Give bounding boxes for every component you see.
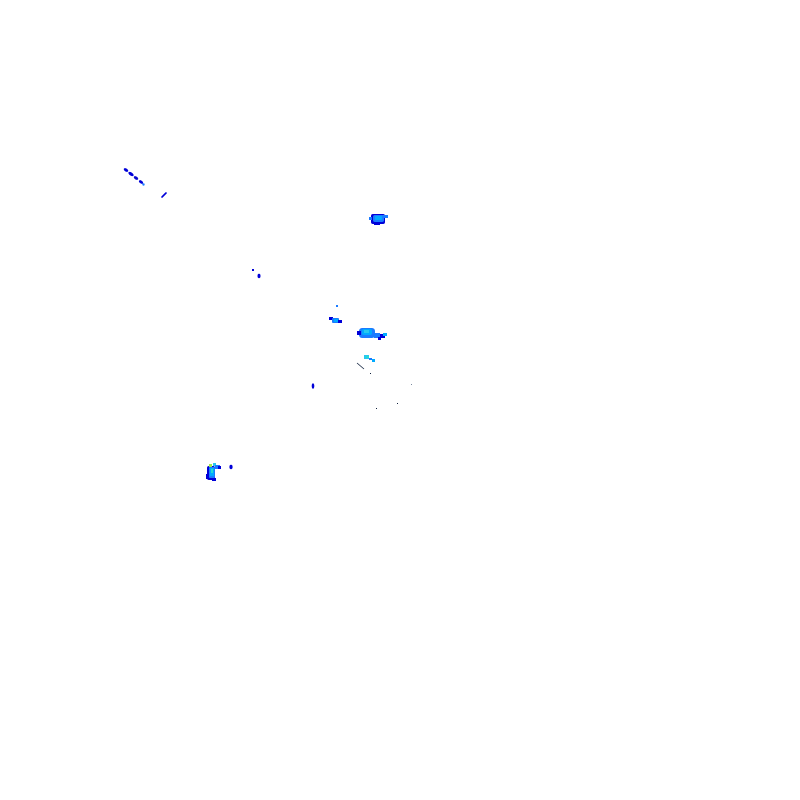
echo-dash-north [161,192,167,198]
echo-cell-central-east [357,328,387,340]
echo-patch-south-central [364,355,375,362]
echo-cell-southwest [206,463,233,481]
echo-specks-west-central [252,269,261,279]
echo-streak-northwest [123,168,145,186]
echo-dots-southeast [356,362,412,409]
echo-cell-north-central [369,214,388,225]
echo-cluster-central [329,305,342,323]
echo-fleck-central-west [311,383,315,389]
